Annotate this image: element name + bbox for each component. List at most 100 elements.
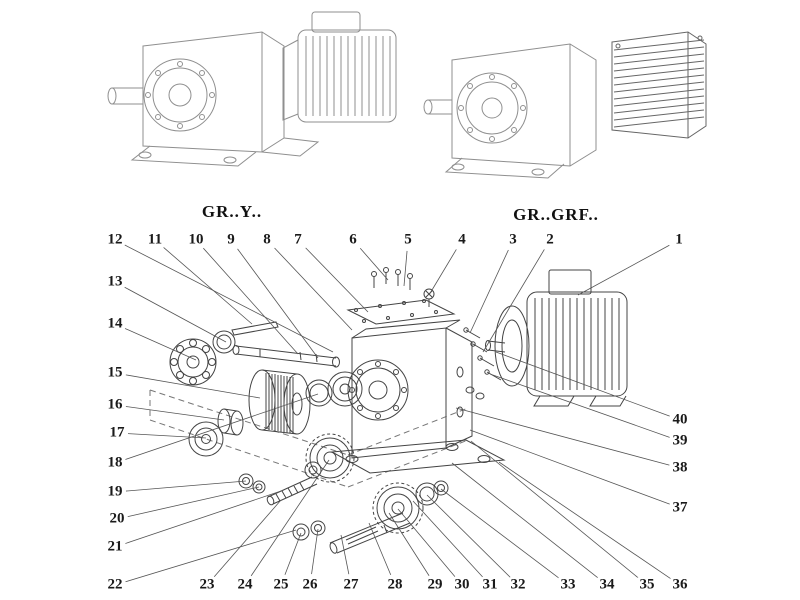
callout-22: 22 <box>105 576 125 593</box>
callout-32: 32 <box>508 576 528 593</box>
callout-12: 12 <box>105 231 125 248</box>
ball-bearing <box>188 421 224 457</box>
callout-5: 5 <box>402 231 414 248</box>
leader-line-8 <box>274 247 353 331</box>
callout-1: 1 <box>673 231 685 248</box>
leader-line-35 <box>470 440 639 579</box>
callout-10: 10 <box>186 231 206 248</box>
callout-6: 6 <box>347 231 359 248</box>
leader-line-10 <box>203 247 299 355</box>
callout-35: 35 <box>637 576 657 593</box>
callout-24: 24 <box>235 576 255 593</box>
helical-gear <box>248 369 311 435</box>
leader-line-22 <box>125 529 297 583</box>
callout-33: 33 <box>558 576 578 593</box>
leader-line-4 <box>428 249 457 296</box>
callout-23: 23 <box>197 576 217 593</box>
leader-line-37 <box>469 429 670 505</box>
callout-2: 2 <box>544 231 556 248</box>
callout-3: 3 <box>507 231 519 248</box>
leader-line-25 <box>284 532 302 575</box>
leader-line-13 <box>124 286 227 343</box>
callout-39: 39 <box>670 432 690 449</box>
leader-line-5 <box>403 250 408 287</box>
housing-top-cover <box>346 299 456 325</box>
leader-line-23 <box>213 499 282 577</box>
leader-line-19 <box>125 480 247 492</box>
callout-40: 40 <box>670 411 690 428</box>
callout-14: 14 <box>105 315 125 332</box>
leader-lines <box>124 244 672 583</box>
leader-line-31 <box>412 500 483 578</box>
leader-line-15 <box>125 374 261 399</box>
callout-7: 7 <box>292 231 304 248</box>
figure-title-right: GR..GRF.. <box>513 205 599 224</box>
callout-17: 17 <box>107 424 127 441</box>
output-shaft-assembly <box>169 321 363 457</box>
callout-26: 26 <box>300 576 320 593</box>
callout-18: 18 <box>105 454 125 471</box>
motor <box>485 269 628 407</box>
leader-line-14 <box>124 328 197 361</box>
callout-38: 38 <box>670 459 690 476</box>
leader-line-2 <box>482 249 545 353</box>
leader-line-33 <box>440 488 560 579</box>
leader-line-11 <box>163 246 253 325</box>
leader-line-9 <box>237 248 319 359</box>
leader-line-27 <box>340 534 350 575</box>
leader-line-26 <box>311 528 319 575</box>
assembled-view-right-motor <box>611 31 707 139</box>
callout-9: 9 <box>225 231 237 248</box>
callout-13: 13 <box>105 273 125 290</box>
leader-line-6 <box>359 248 389 281</box>
leader-line-18 <box>125 393 319 460</box>
motor-fasteners <box>463 327 502 400</box>
leader-line-40 <box>495 351 670 417</box>
callout-20: 20 <box>107 510 127 527</box>
leader-line-7 <box>305 247 369 313</box>
callout-16: 16 <box>105 396 125 413</box>
callout-15: 15 <box>105 364 125 381</box>
callout-25: 25 <box>271 576 291 593</box>
spacer-sleeve <box>217 408 244 436</box>
leader-line-24 <box>250 459 330 577</box>
cover-screws <box>371 267 435 307</box>
assembled-view-left <box>107 11 397 167</box>
callout-27: 27 <box>341 576 361 593</box>
callout-34: 34 <box>597 576 617 593</box>
leader-line-16 <box>125 406 225 421</box>
leader-line-39 <box>489 373 670 438</box>
callout-4: 4 <box>456 231 468 248</box>
callout-30: 30 <box>452 576 472 593</box>
leader-line-12 <box>124 244 334 353</box>
leader-line-3 <box>469 249 509 334</box>
callout-29: 29 <box>425 576 445 593</box>
callout-36: 36 <box>670 576 690 593</box>
callout-19: 19 <box>105 483 125 500</box>
leader-line-32 <box>426 494 511 578</box>
leader-line-1 <box>577 244 670 296</box>
callout-31: 31 <box>480 576 500 593</box>
callout-37: 37 <box>670 499 690 516</box>
callout-11: 11 <box>145 231 165 248</box>
axis-guide-lines <box>149 389 469 488</box>
leader-line-28 <box>368 522 392 576</box>
assembled-view-right <box>423 43 597 179</box>
leader-line-30 <box>397 508 456 577</box>
callout-8: 8 <box>261 231 273 248</box>
leader-line-34 <box>451 462 599 579</box>
gear-housing <box>330 319 506 474</box>
leader-line-21 <box>125 489 285 544</box>
callout-28: 28 <box>385 576 405 593</box>
leader-line-17 <box>127 433 207 439</box>
leader-line-29 <box>388 512 430 576</box>
roller-bearing <box>169 338 217 386</box>
figure-title-left: GR..Y.. <box>201 202 263 221</box>
callout-21: 21 <box>105 538 125 555</box>
shaft-key <box>231 321 279 336</box>
input-shaft-assembly <box>292 480 449 554</box>
leader-line-20 <box>127 486 260 517</box>
leader-line-38 <box>455 407 670 466</box>
